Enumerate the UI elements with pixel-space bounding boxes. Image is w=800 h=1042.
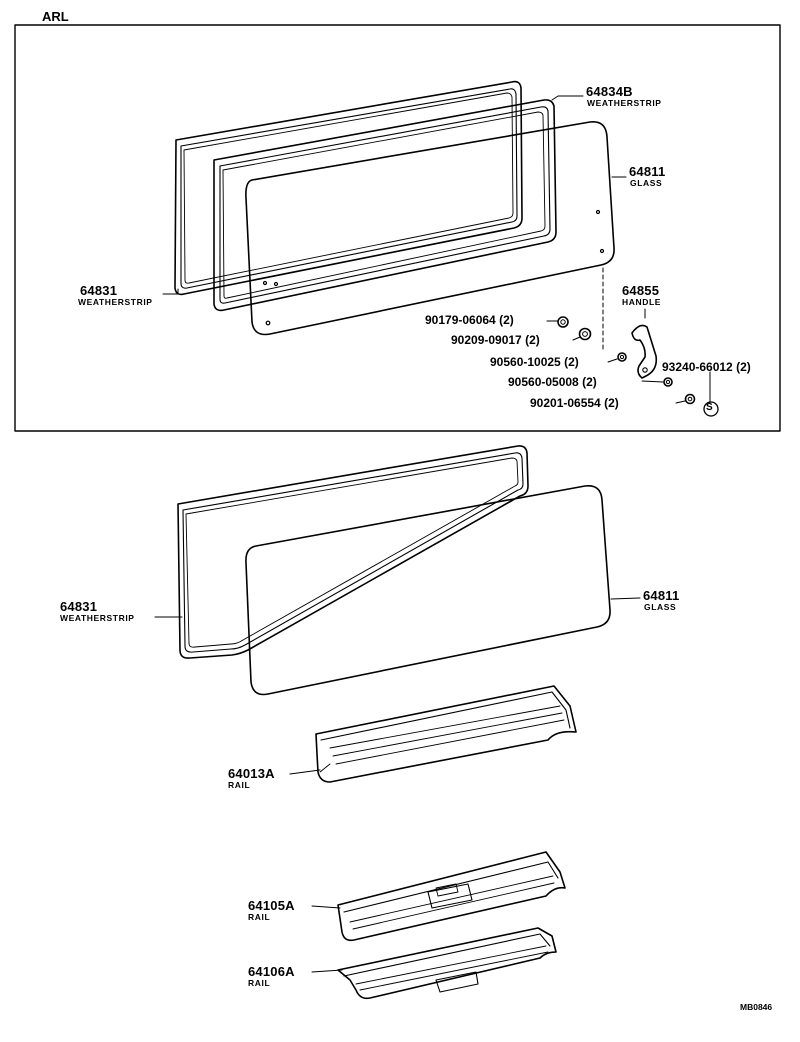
bottom-glass-64811-drawing: [245, 484, 611, 696]
label-fastener-90201: 90201-06554 (2): [530, 396, 619, 410]
section-title-arl: ARL: [42, 9, 69, 24]
fastener-nut-90560-05008: [663, 377, 673, 387]
figure-code: MB0846: [740, 1002, 773, 1012]
label-64105a-name: RAIL: [248, 912, 271, 922]
label-64013a-name: RAIL: [228, 780, 251, 790]
fastener-washer-90201: [684, 393, 696, 405]
fastener-nut-90560-10025: [617, 352, 627, 362]
label-64834b-name: WEATHERSTRIP: [587, 98, 662, 108]
bottom-leader-lines: [154, 597, 641, 973]
label-fastener-90209: 90209-09017 (2): [451, 333, 540, 347]
screw-symbol-letter: S: [706, 402, 713, 413]
label-fastener-93240: 93240-66012 (2): [662, 360, 751, 374]
label-bottom-glass-part-no: 64811: [643, 588, 680, 603]
rail-64013a-drawing: [315, 685, 577, 783]
rail-64105a-drawing: [337, 851, 566, 942]
label-64834b-part-no: 64834B: [586, 84, 633, 99]
glass-mounting-holes: [262, 209, 605, 326]
screw-symbol-circle: [703, 401, 719, 417]
label-top-glass-name: GLASS: [630, 178, 663, 188]
label-handle-name: HANDLE: [622, 297, 662, 307]
label-top-64831-part-no: 64831: [80, 283, 118, 298]
arl-section-frame: [14, 24, 781, 432]
fastener-washer-90209: [578, 327, 592, 341]
label-fastener-90560-05008: 90560-05008 (2): [508, 375, 597, 389]
label-fastener-90560-10025: 90560-10025 (2): [490, 355, 579, 369]
fastener-washer-90179: [557, 316, 569, 328]
label-64106a-name: RAIL: [248, 978, 271, 988]
label-top-64831-name: WEATHERSTRIP: [78, 297, 153, 307]
handle-64855-drawing: [631, 324, 658, 379]
handle-hole: [642, 367, 648, 373]
top-weatherstrip-64834b-drawing: [213, 99, 557, 312]
rail-64106a-drawing: [337, 927, 557, 1000]
label-64106a-part-no: 64106A: [248, 964, 295, 979]
label-bottom-64831-part-no: 64831: [60, 599, 98, 614]
label-handle-part-no: 64855: [622, 283, 660, 298]
top-weatherstrip-64831-drawing: [174, 80, 523, 296]
label-fastener-90179: 90179-06064 (2): [425, 313, 514, 327]
label-64013a-part-no: 64013A: [228, 766, 275, 781]
bottom-weatherstrip-64831-drawing: [177, 445, 529, 659]
label-bottom-64831-name: WEATHERSTRIP: [60, 613, 135, 623]
label-top-glass-part-no: 64811: [629, 164, 666, 179]
label-64105a-part-no: 64105A: [248, 898, 295, 913]
top-glass-64811-drawing: [245, 120, 615, 336]
top-leader-lines: [162, 95, 711, 404]
label-bottom-glass-name: GLASS: [644, 602, 677, 612]
